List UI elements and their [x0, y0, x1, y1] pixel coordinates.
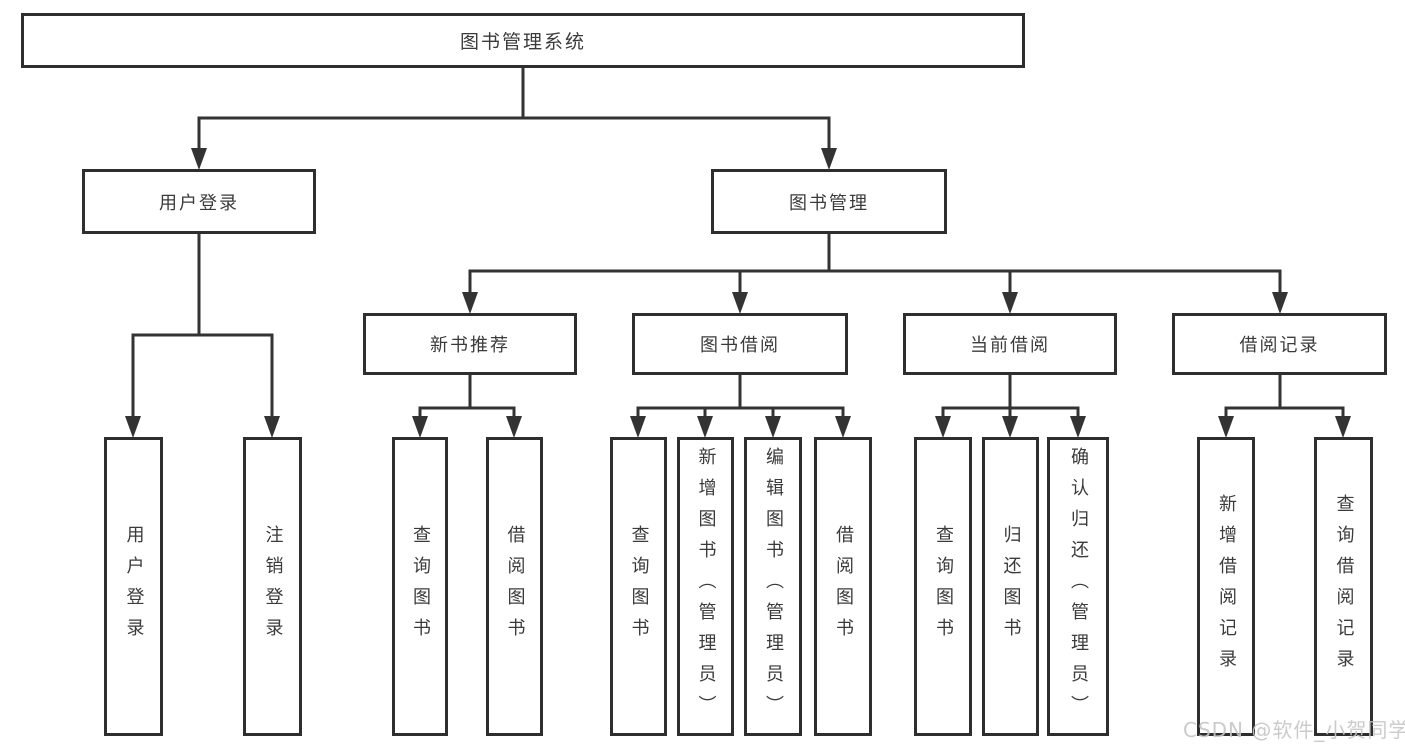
arrowhead-icon [1070, 416, 1086, 438]
arrowhead-icon [506, 416, 522, 438]
leaf-label: 查询图书 [628, 524, 650, 649]
node-label: 借阅记录 [1239, 335, 1320, 356]
leaf-label: 查询借阅记录 [1333, 493, 1355, 680]
node-library-management-system: 图书管理系统 [21, 13, 1025, 68]
leaf-add-borrow-record: 新增借阅记录 [1197, 437, 1255, 736]
arrowhead-icon [1335, 416, 1351, 438]
leaf-logout: 注销登录 [243, 437, 302, 736]
leaf-label: 借阅图书 [833, 524, 854, 649]
leaf-label: 确认归还（管理员） [1068, 447, 1089, 726]
node-label: 图书管理 [789, 192, 869, 214]
node-label: 图书借阅 [700, 335, 780, 356]
leaf-label: 用户登录 [123, 524, 145, 649]
leaf-confirm-return-admin: 确认归还（管理员） [1047, 437, 1109, 736]
node-user-login: 用户登录 [82, 169, 316, 234]
leaf-borrow-books-recommend: 借阅图书 [486, 437, 543, 736]
node-new-book-recommendation: 新书推荐 [363, 313, 577, 375]
leaf-edit-books-admin: 编辑图书（管理员） [744, 437, 802, 736]
arrowhead-icon [1002, 416, 1018, 438]
leaf-label: 注销登录 [262, 524, 284, 649]
arrowhead-icon [1002, 292, 1018, 314]
node-label: 用户登录 [159, 192, 239, 214]
leaf-label: 查询图书 [410, 524, 431, 649]
arrowhead-icon [412, 416, 428, 438]
node-label: 新书推荐 [430, 335, 510, 356]
node-label: 图书管理系统 [459, 31, 586, 53]
leaf-borrow-books-borrowing: 借阅图书 [814, 437, 872, 736]
node-book-management: 图书管理 [711, 169, 947, 234]
arrowhead-icon [630, 416, 646, 438]
leaf-return-books: 归还图书 [982, 437, 1039, 736]
leaf-label: 归还图书 [1000, 524, 1022, 649]
node-current-borrowing: 当前借阅 [903, 313, 1117, 375]
node-borrowing-records: 借阅记录 [1172, 313, 1387, 375]
arrowhead-icon [697, 416, 713, 438]
node-label: 当前借阅 [970, 335, 1050, 356]
arrowhead-icon [191, 148, 207, 170]
arrowhead-icon [765, 416, 781, 438]
arrowhead-icon [125, 416, 141, 438]
leaf-query-borrow-record: 查询借阅记录 [1314, 437, 1373, 736]
leaf-add-books-admin: 新增图书（管理员） [677, 437, 734, 736]
leaf-label: 新增借阅记录 [1216, 493, 1237, 680]
leaf-query-books-recommend: 查询图书 [392, 437, 448, 736]
leaf-query-books-borrowing: 查询图书 [610, 437, 667, 736]
node-book-borrowing: 图书借阅 [632, 313, 848, 375]
leaf-label: 借阅图书 [504, 524, 526, 649]
leaf-label: 新增图书（管理员） [695, 447, 717, 726]
leaf-user-login: 用户登录 [104, 437, 163, 736]
arrowhead-icon [935, 416, 951, 438]
watermark: CSDN @软件_小贺同学 [1183, 718, 1405, 742]
arrowhead-icon [1218, 416, 1234, 438]
arrowhead-icon [732, 292, 748, 314]
leaf-query-books-current: 查询图书 [914, 437, 972, 736]
leaf-label: 编辑图书（管理员） [763, 447, 784, 726]
arrowhead-icon [1272, 292, 1288, 314]
arrowhead-icon [821, 148, 837, 170]
arrowhead-icon [835, 416, 851, 438]
arrowhead-icon [462, 292, 478, 314]
arrowhead-icon [264, 416, 280, 438]
leaf-label: 查询图书 [933, 524, 954, 649]
